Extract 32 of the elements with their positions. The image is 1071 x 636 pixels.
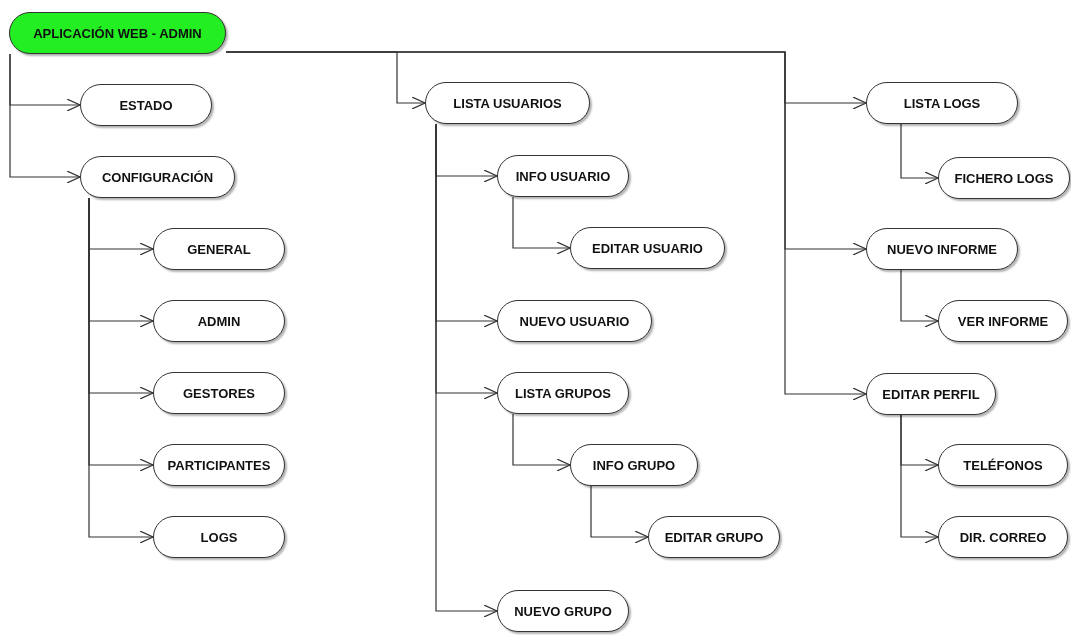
arrow — [900, 414, 939, 544]
page-node: LOGS — [153, 516, 285, 558]
arrow — [225, 51, 867, 401]
arrow — [900, 123, 939, 185]
page-node: ADMIN — [153, 300, 285, 342]
page-node: CONFIGURACIÓN — [80, 156, 235, 198]
root-node: APLICACIÓN WEB - ADMIN — [9, 12, 226, 54]
page-node: INFO USUARIO — [497, 155, 629, 197]
page-node: LISTA GRUPOS — [497, 372, 629, 414]
arrow — [590, 485, 649, 544]
page-node: EDITAR USUARIO — [570, 227, 725, 269]
arrow — [512, 196, 571, 255]
page-node: GESTORES — [153, 372, 285, 414]
arrow — [435, 123, 498, 618]
page-node: FICHERO LOGS — [938, 157, 1070, 199]
arrow — [512, 413, 571, 472]
page-node: VER INFORME — [938, 300, 1068, 342]
arrow — [9, 53, 81, 184]
page-node: TELÉFONOS — [938, 444, 1068, 486]
page-node: NUEVO USUARIO — [497, 300, 652, 342]
page-node: EDITAR GRUPO — [648, 516, 780, 558]
page-node: ESTADO — [80, 84, 212, 126]
page-node: EDITAR PERFIL — [866, 373, 996, 415]
page-node: DIR. CORREO — [938, 516, 1068, 558]
page-node: NUEVO INFORME — [866, 228, 1018, 270]
page-node: LISTA LOGS — [866, 82, 1018, 124]
page-node: NUEVO GRUPO — [497, 590, 629, 632]
page-node: PARTICIPANTES — [153, 444, 285, 486]
page-node: LISTA USUARIOS — [425, 82, 590, 124]
page-node: GENERAL — [153, 228, 285, 270]
arrow — [900, 269, 939, 328]
page-node: INFO GRUPO — [570, 444, 698, 486]
